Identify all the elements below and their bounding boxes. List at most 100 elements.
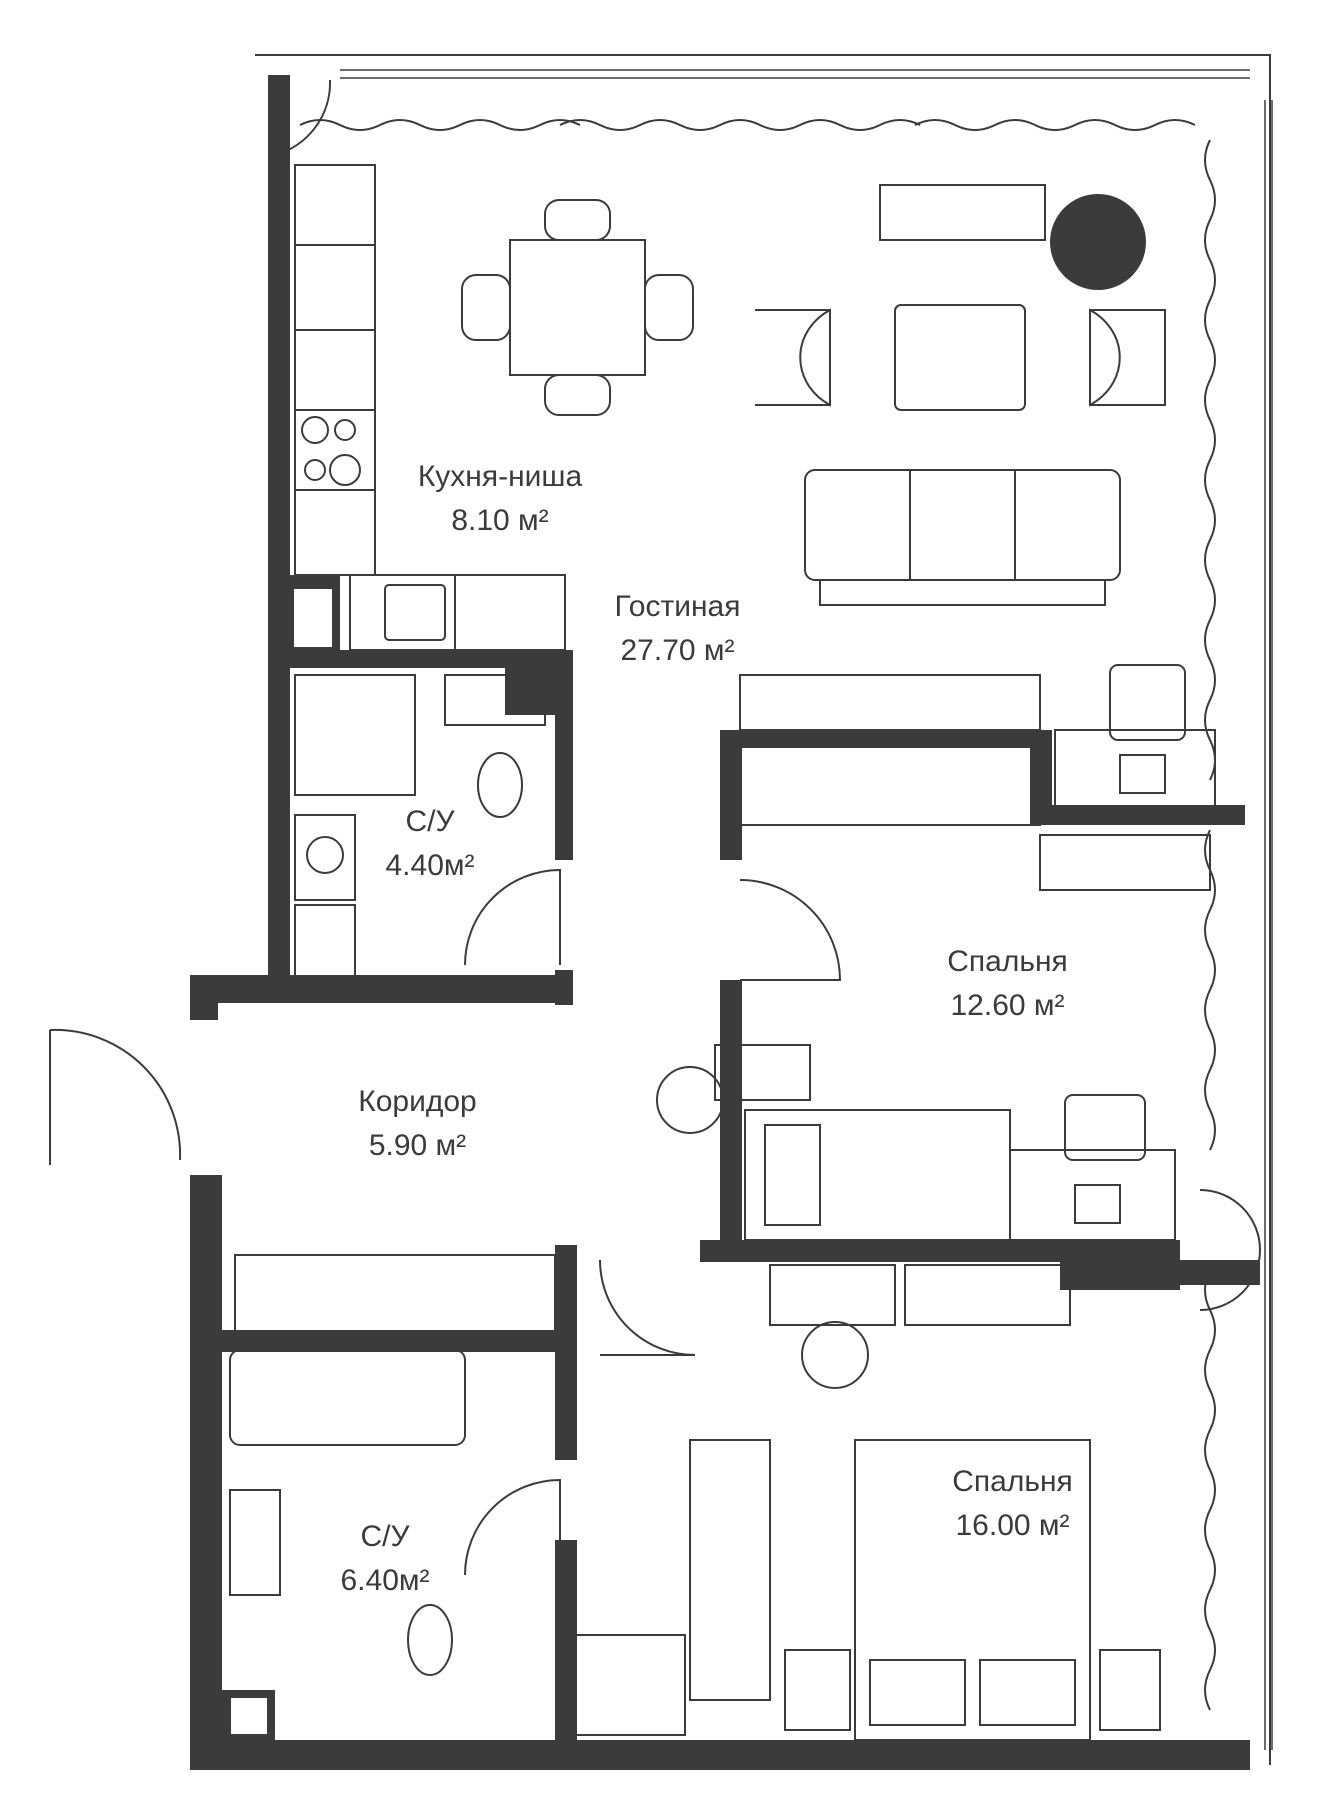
curtain-right-3 bbox=[1204, 1269, 1216, 1711]
room-label-kitchen: Кухня-ниша 8.10 м² bbox=[385, 455, 615, 543]
washbasin bbox=[229, 1489, 281, 1596]
door-swing bbox=[464, 868, 561, 966]
room-name: Спальня bbox=[952, 1465, 1073, 1498]
sofa bbox=[804, 469, 1121, 581]
pillow bbox=[869, 1659, 966, 1726]
room-label-corridor: Коридор 5.90 м² bbox=[325, 1080, 510, 1168]
washbasin bbox=[294, 904, 356, 981]
curtain-top-3 bbox=[914, 119, 1196, 131]
shower bbox=[294, 674, 416, 796]
shelf bbox=[739, 674, 1041, 731]
room-name: Коридор bbox=[358, 1085, 477, 1118]
room-label-bedroom2: Спальня 16.00 м² bbox=[910, 1460, 1115, 1548]
plant bbox=[1050, 194, 1146, 290]
room-name: Спальня bbox=[947, 945, 1068, 978]
chair bbox=[461, 274, 511, 341]
bed bbox=[744, 1109, 1011, 1241]
stool bbox=[656, 1066, 724, 1134]
room-label-bedroom1: Спальня 12.60 м² bbox=[905, 940, 1110, 1028]
armchair bbox=[755, 308, 831, 407]
room-name: С/У bbox=[360, 1520, 410, 1553]
room-area: 16.00 м² bbox=[955, 1509, 1070, 1542]
nightstand bbox=[784, 1649, 851, 1731]
desk-chair bbox=[1064, 1094, 1146, 1161]
sink bbox=[384, 584, 446, 641]
wall bbox=[700, 1240, 1075, 1262]
room-area: 4.40м² bbox=[385, 849, 475, 882]
wall bbox=[190, 975, 218, 1020]
room-label-living: Гостиная 27.70 м² bbox=[570, 585, 785, 673]
desk bbox=[1009, 1149, 1176, 1241]
pillow bbox=[764, 1124, 821, 1226]
room-area: 27.70 м² bbox=[620, 634, 735, 667]
wall bbox=[190, 1740, 1250, 1770]
stove-burner bbox=[334, 419, 356, 441]
wall bbox=[268, 75, 290, 985]
wall bbox=[555, 650, 573, 860]
wall bbox=[220, 1330, 575, 1352]
room-label-bath1: С/У 4.40м² bbox=[355, 800, 505, 888]
dining-table bbox=[509, 239, 646, 376]
armchair bbox=[1089, 308, 1166, 407]
laptop bbox=[1074, 1184, 1121, 1224]
wall bbox=[190, 1175, 222, 1765]
bedside bbox=[769, 1264, 896, 1326]
wall bbox=[1060, 1240, 1180, 1290]
washing-machine bbox=[294, 814, 356, 901]
toilet bbox=[407, 1604, 453, 1676]
room-area: 5.90 м² bbox=[368, 1129, 467, 1162]
desk-chair bbox=[1109, 664, 1186, 741]
room-name: С/У bbox=[405, 805, 455, 838]
glazing-right bbox=[1264, 100, 1273, 1750]
wall bbox=[505, 665, 555, 715]
pillow bbox=[979, 1659, 1076, 1726]
stove-burner bbox=[304, 459, 326, 481]
curtain-right-1 bbox=[1204, 139, 1216, 781]
door-swing bbox=[599, 1259, 696, 1356]
stool bbox=[801, 1321, 869, 1389]
wall-cutout bbox=[292, 587, 334, 649]
wall bbox=[720, 730, 742, 860]
door-swing bbox=[739, 879, 842, 981]
wall bbox=[1030, 805, 1245, 825]
door-swing bbox=[49, 1028, 182, 1165]
bedside bbox=[714, 1044, 811, 1101]
exterior-outline bbox=[255, 54, 1271, 1765]
door-swing bbox=[464, 1478, 561, 1576]
curtain-top-1 bbox=[299, 119, 581, 131]
room-name: Гостиная bbox=[614, 590, 741, 623]
tv-unit bbox=[879, 184, 1046, 241]
wall bbox=[290, 650, 570, 668]
chair bbox=[544, 199, 611, 241]
curtain-top-2 bbox=[559, 119, 921, 131]
coffee-table bbox=[894, 304, 1026, 411]
washing-machine-drum bbox=[306, 836, 344, 874]
sofa-cushions bbox=[819, 470, 1106, 606]
chair bbox=[544, 374, 611, 416]
curtain-right-2 bbox=[1204, 829, 1216, 1151]
toilet bbox=[477, 752, 523, 818]
room-area: 8.10 м² bbox=[451, 504, 549, 537]
wardrobe bbox=[574, 1634, 686, 1736]
wall bbox=[555, 970, 573, 1005]
room-area: 12.60 м² bbox=[950, 989, 1065, 1022]
wall bbox=[1170, 1260, 1260, 1285]
wall bbox=[720, 730, 1040, 748]
wall bbox=[720, 980, 742, 1245]
wardrobe bbox=[739, 739, 1041, 826]
desk bbox=[1054, 729, 1216, 811]
glazing-top bbox=[340, 69, 1250, 79]
wall bbox=[1030, 730, 1052, 825]
wardrobe bbox=[689, 1439, 771, 1701]
wardrobe bbox=[234, 1254, 556, 1336]
room-name: Кухня-ниша bbox=[417, 460, 583, 493]
wall bbox=[555, 1245, 577, 1460]
laptop bbox=[1119, 754, 1166, 794]
bathtub bbox=[229, 1349, 466, 1446]
kitchen-counter bbox=[294, 164, 376, 576]
nightstand bbox=[1099, 1649, 1161, 1731]
wall bbox=[290, 975, 573, 1003]
stove-burner bbox=[329, 454, 361, 486]
kitchen-island-counter bbox=[349, 574, 566, 651]
